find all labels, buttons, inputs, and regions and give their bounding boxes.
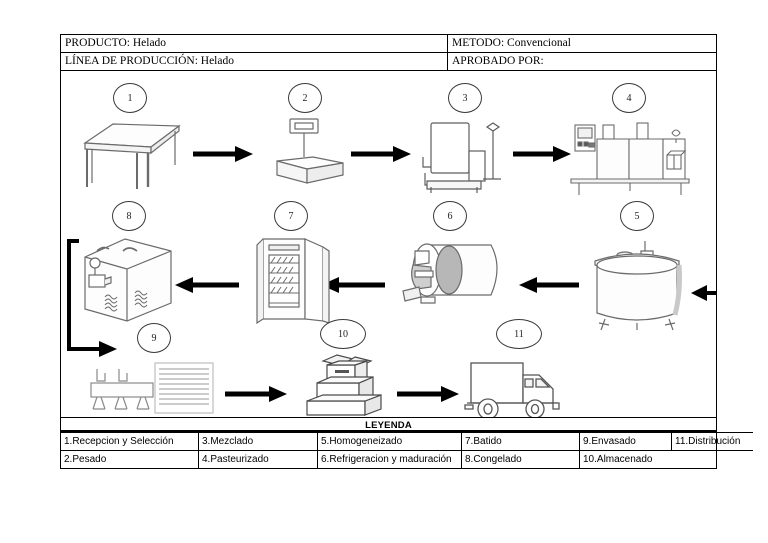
work-table-icon — [75, 117, 185, 193]
step-badge-6: 6 — [433, 201, 467, 231]
legend-item-5: 5.Homogeneizado — [317, 432, 462, 451]
arrow-step-9-to-10 — [225, 385, 287, 403]
legend-row-2: 2.Pesado 4.Pasteurizado 6.Refrigeracion … — [61, 450, 753, 468]
pasteurizer-icon — [567, 117, 691, 197]
connector-step-8-to-9 — [65, 237, 121, 359]
step-11-distribucion: 11 — [463, 319, 575, 417]
delivery-truck-icon — [463, 353, 575, 417]
step-9-envasado: 9 — [89, 323, 219, 417]
step-badge-5: 5 — [620, 201, 654, 231]
step-8-congelado: 8 — [79, 201, 179, 325]
step-badge-4: 4 — [612, 83, 646, 113]
header-row-1: PRODUCTO: Helado METODO: Convencional — [61, 35, 716, 53]
method-field: METODO: Convencional — [452, 37, 571, 49]
legend-item-8: 8.Congelado — [461, 450, 580, 468]
step-badge-11: 11 — [496, 319, 542, 349]
arrow-step-7-to-8 — [169, 276, 239, 294]
maturation-cabinet-icon — [247, 235, 335, 325]
legend-item-3: 3.Mezclado — [198, 432, 318, 451]
homogenizer-tank-icon — [585, 235, 689, 331]
step-badge-9: 9 — [137, 323, 171, 353]
step-badge-1: 1 — [113, 83, 147, 113]
step-badge-3: 3 — [448, 83, 482, 113]
mixing-tank-icon — [417, 117, 513, 197]
step-10-almacenado: 10 — [293, 319, 393, 417]
step-badge-10: 10 — [320, 319, 366, 349]
legend-item-6: 6.Refrigeracion y maduración — [317, 450, 462, 468]
arrow-step-6-to-7 — [315, 276, 385, 294]
step-4-pasteurizado: 4 — [567, 83, 691, 195]
connector-step-4-to-5 — [691, 183, 716, 307]
legend-item-10: 10.Almacenado — [579, 450, 753, 468]
step-2-pesado: 2 — [257, 83, 353, 193]
step-6-refrigeracion-y-maduracion: 6 — [391, 201, 509, 321]
arrow-step-1-to-2 — [193, 145, 253, 163]
legend-item-1: 1.Recepcion y Selección — [61, 432, 199, 451]
legend-item-7: 7.Batido — [461, 432, 580, 451]
step-badge-7: 7 — [274, 201, 308, 231]
flow-diagram: 1 — [61, 71, 716, 418]
refrigeration-drum-icon — [391, 235, 509, 319]
legend-item-9: 9.Envasado — [579, 432, 672, 451]
stacked-boxes-icon — [293, 353, 393, 417]
freezer-chest-icon — [79, 235, 179, 325]
approved-by-field: APROBADO POR: — [452, 55, 544, 67]
arrow-step-2-to-3 — [351, 145, 411, 163]
process-flow-sheet: PRODUCTO: Helado METODO: Convencional LÍ… — [60, 34, 753, 469]
legend-row-1: 1.Recepcion y Selección 3.Mezclado 5.Hom… — [61, 432, 753, 451]
filling-line-icon — [89, 357, 219, 417]
arrow-step-3-to-4 — [513, 145, 571, 163]
step-1-recepcion-y-seleccion: 1 — [75, 83, 185, 193]
step-badge-2: 2 — [288, 83, 322, 113]
step-5-homogeneizado: 5 — [585, 201, 689, 331]
legend-item-2: 2.Pesado — [61, 450, 199, 468]
step-3-mezclado: 3 — [417, 83, 513, 195]
legend-item-11: 11.Distribución — [671, 432, 753, 451]
production-line-field: LÍNEA DE PRODUCCIÓN: Helado — [61, 53, 448, 70]
arrow-step-5-to-6 — [513, 276, 579, 294]
step-7-batido: 7 — [247, 201, 335, 325]
step-badge-8: 8 — [112, 201, 146, 231]
legend-item-4: 4.Pasteurizado — [198, 450, 318, 468]
header-row-2: LÍNEA DE PRODUCCIÓN: Helado APROBADO POR… — [61, 53, 716, 71]
product-field: PRODUCTO: Helado — [61, 35, 448, 52]
legend-table: 1.Recepcion y Selección 3.Mezclado 5.Hom… — [61, 432, 753, 468]
platform-scale-icon — [257, 117, 353, 193]
arrow-step-10-to-11 — [397, 385, 459, 403]
legend-title: LEYENDA — [61, 418, 716, 432]
